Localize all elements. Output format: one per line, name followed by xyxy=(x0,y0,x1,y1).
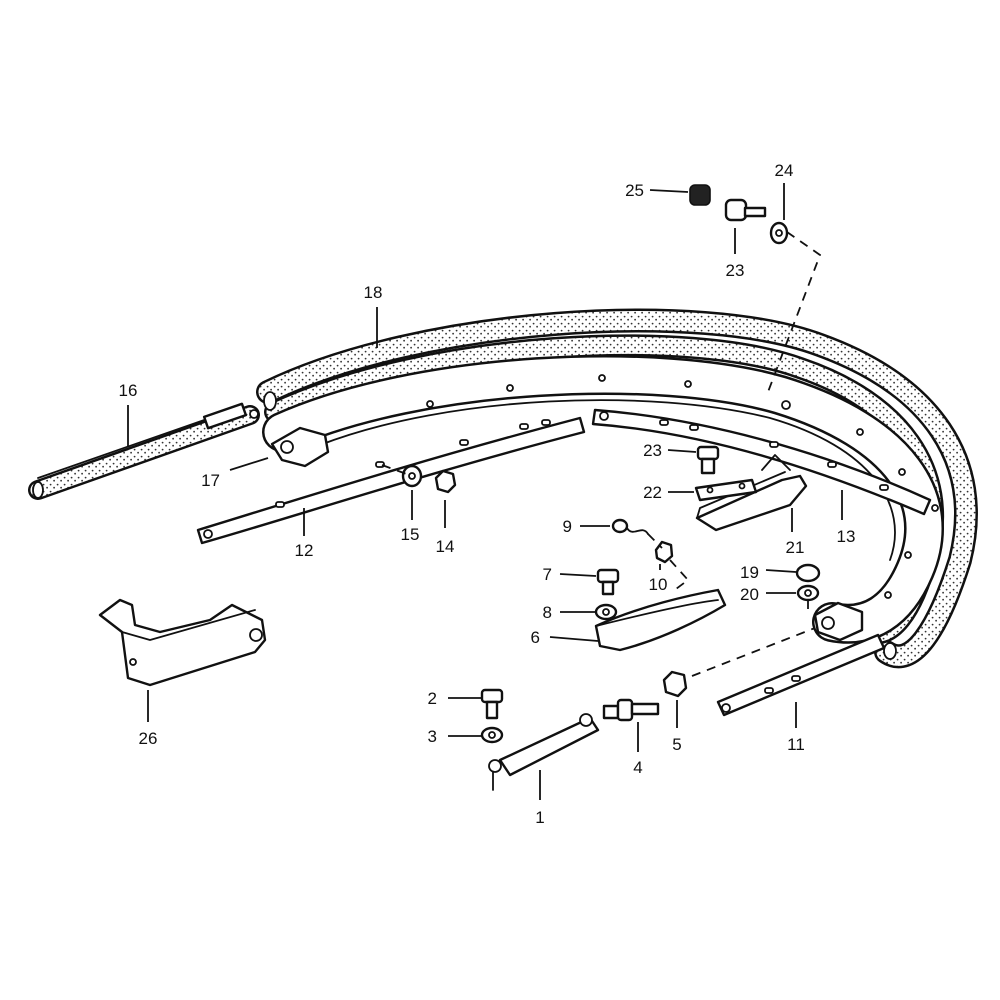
callout-11: 11 xyxy=(787,735,805,754)
callout-24: 24 xyxy=(775,161,794,180)
callout-5: 5 xyxy=(672,735,681,754)
callout-17: 17 xyxy=(201,471,220,490)
washer-8 xyxy=(594,603,618,621)
screw-23-top xyxy=(724,198,767,222)
callout-13: 13 xyxy=(837,527,856,546)
assembly-line-24 xyxy=(767,231,822,393)
washer-20 xyxy=(796,584,820,602)
front-end-cap xyxy=(270,426,330,468)
callout-16: 16 xyxy=(119,381,138,400)
right-tension-strap xyxy=(591,408,932,516)
clip-9 xyxy=(611,518,649,535)
trim-cover xyxy=(594,588,727,652)
callout-12: 12 xyxy=(295,541,314,560)
callout-22: 22 xyxy=(643,483,662,502)
callout-25: 25 xyxy=(625,181,644,200)
nut-19 xyxy=(795,563,821,583)
callout-3: 3 xyxy=(428,727,437,746)
nut-14 xyxy=(434,469,457,494)
slide-bracket xyxy=(695,454,808,532)
callout-8: 8 xyxy=(543,603,552,622)
left-tension-strap xyxy=(196,416,586,545)
assembly-line-15 xyxy=(381,464,413,477)
front-seal-strip xyxy=(28,402,260,500)
retainer-plate xyxy=(694,478,758,502)
washer-15 xyxy=(401,464,423,488)
screw-23-lower xyxy=(696,445,720,475)
callout-23-upper: 23 xyxy=(726,261,745,280)
bolt-2 xyxy=(480,688,504,720)
callout-4: 4 xyxy=(633,758,642,777)
callout-7: 7 xyxy=(543,565,552,584)
roof-frame-rail xyxy=(262,355,944,644)
rear-end-cap xyxy=(813,601,864,642)
washer-24 xyxy=(769,221,789,245)
callout-23-lower: 23 xyxy=(643,441,662,460)
assembly-line-10 xyxy=(669,559,690,593)
callout-1: 1 xyxy=(535,808,544,827)
callout-21: 21 xyxy=(786,538,805,557)
support-bracket xyxy=(98,598,267,687)
rear-tension-strap xyxy=(716,633,886,717)
washer-3 xyxy=(480,726,504,744)
callout-6: 6 xyxy=(531,628,540,647)
callout-26: 26 xyxy=(139,729,158,748)
callout-10: 10 xyxy=(649,575,668,594)
callout-2: 2 xyxy=(428,689,437,708)
leader-lines xyxy=(127,183,843,800)
callout-15: 15 xyxy=(401,525,420,544)
bolt-25 xyxy=(689,184,711,206)
callout-9: 9 xyxy=(563,517,572,536)
nut-5 xyxy=(662,670,688,698)
assembly-line-5 xyxy=(691,627,816,677)
lock-lever xyxy=(488,713,600,791)
callout-14: 14 xyxy=(436,537,455,556)
nut-10 xyxy=(654,540,674,564)
assembly-line-9 xyxy=(647,533,663,549)
callout-20: 20 xyxy=(740,585,759,604)
stud-4 xyxy=(602,698,660,722)
callout-18: 18 xyxy=(364,283,383,302)
callout-19: 19 xyxy=(740,563,759,582)
bolt-7 xyxy=(596,568,620,596)
